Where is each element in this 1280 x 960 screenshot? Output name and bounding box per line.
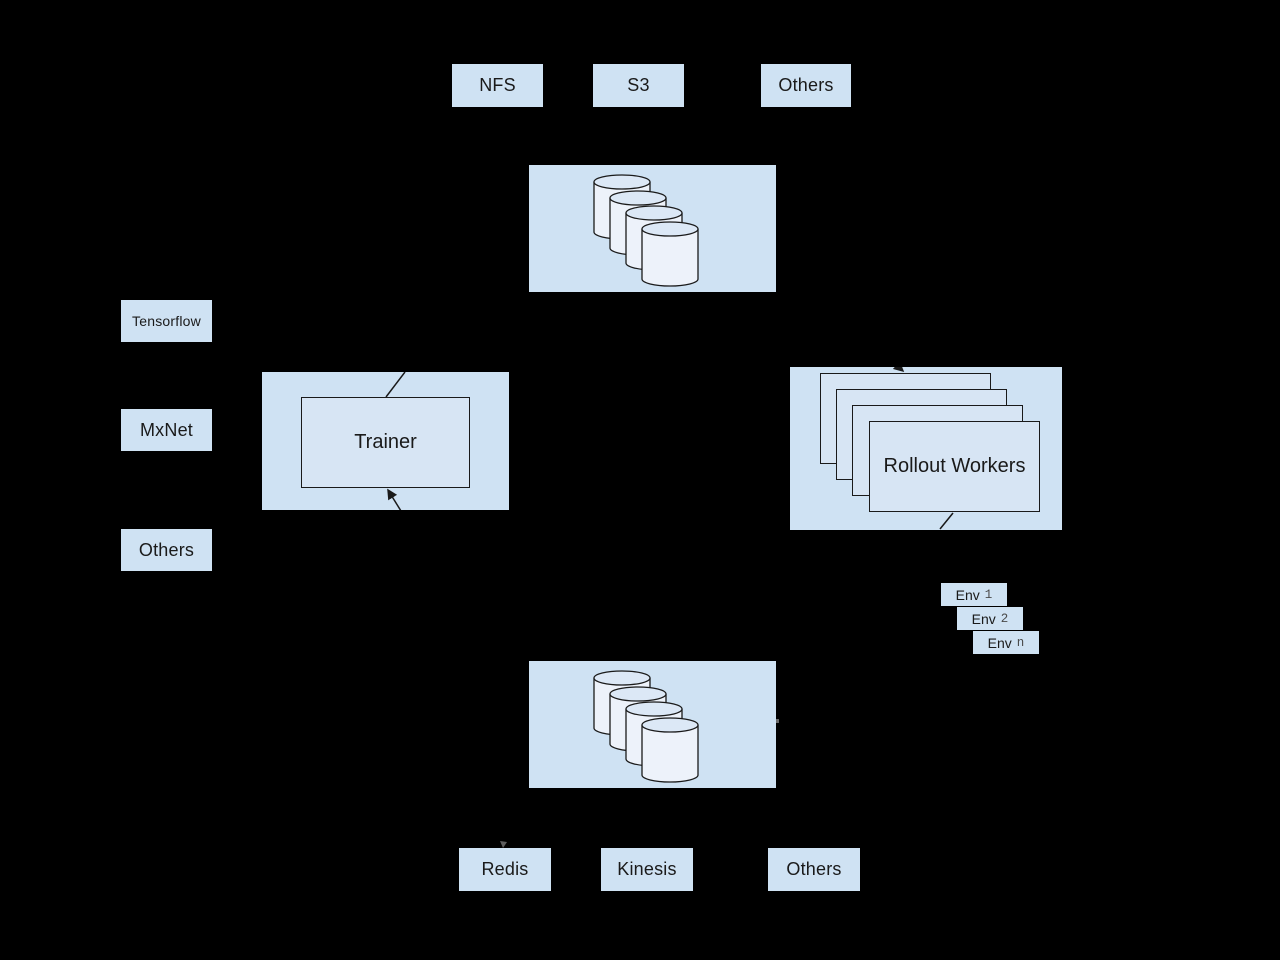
env-1-box: Env 1 <box>941 583 1007 606</box>
env-2-index: 2 <box>1000 611 1009 626</box>
others-top-label: Others <box>778 75 834 95</box>
kinesis-box: Kinesis <box>601 848 693 891</box>
kinesis-label: Kinesis <box>617 859 677 879</box>
s3-label: S3 <box>627 75 650 95</box>
mxnet-label: MxNet <box>139 419 193 440</box>
env-2-label: Env <box>971 610 996 627</box>
tensorflow-label: Tensorflow <box>132 313 201 329</box>
trainer-box: Trainer <box>301 397 470 488</box>
arrowhead-fragment <box>500 841 507 848</box>
rollout-workers-container: Rollout Workers <box>790 367 1062 530</box>
others-top-box: Others <box>761 64 851 107</box>
s3-box: S3 <box>593 64 684 107</box>
redis-box: Redis <box>459 848 551 891</box>
tensorflow-box: Tensorflow <box>121 300 212 342</box>
others-left-box: Others <box>121 529 212 571</box>
env-1-index: 1 <box>984 587 993 602</box>
database-cylinders-icon <box>593 670 699 783</box>
rollout-workers-box: Rollout Workers <box>869 421 1040 512</box>
env-2-box: Env 2 <box>957 607 1023 630</box>
redis-label: Redis <box>481 859 529 879</box>
database-cylinders-icon <box>593 174 699 287</box>
others-left-label: Others <box>138 539 195 560</box>
trainer-container: Trainer <box>262 372 509 510</box>
env-1-label: Env <box>955 586 980 603</box>
env-n-box: Env n <box>973 631 1039 654</box>
env-n-index: n <box>1016 635 1025 650</box>
mxnet-box: MxNet <box>121 409 212 451</box>
others-bottom-label: Others <box>786 859 842 879</box>
env-n-label: Env <box>987 634 1012 651</box>
top-database-box <box>529 165 776 292</box>
arrowhead-fragment <box>776 719 779 723</box>
others-bottom-box: Others <box>768 848 860 891</box>
rollout-workers-label: Rollout Workers <box>883 455 1026 477</box>
trainer-label: Trainer <box>354 431 417 453</box>
nfs-label: NFS <box>479 75 516 95</box>
bottom-database-box <box>529 661 776 788</box>
nfs-box: NFS <box>452 64 543 107</box>
